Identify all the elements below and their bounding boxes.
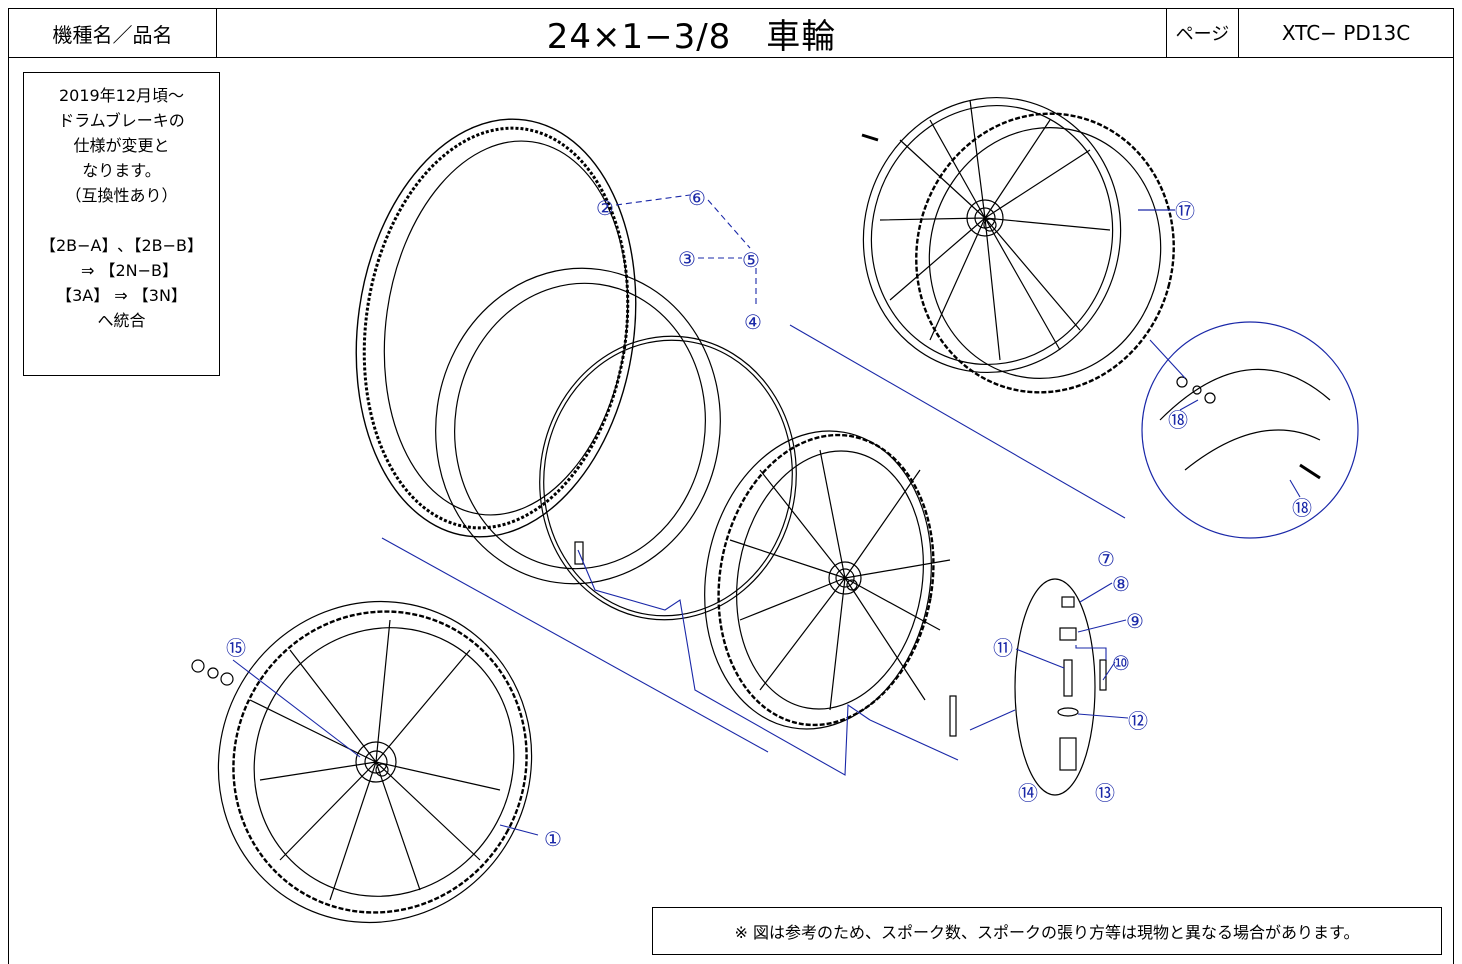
tire-part <box>355 118 637 538</box>
callout-11: ⑪ <box>993 636 1013 660</box>
detail-view <box>1141 321 1359 539</box>
callout-14: ⑭ <box>1018 781 1038 805</box>
model-label: 機種名／品名 <box>9 9 217 57</box>
callout-18-a: ⑱ <box>1168 408 1188 432</box>
callout-labels: ① ② ③ ④ ⑤ ⑥ ⑦ ⑧ ⑨ ⑩ ⑪ ⑫ ⑬ ⑭ ⑮ ⑰ ⑱ ⑱ <box>226 186 1312 851</box>
callout-8: ⑧ <box>1112 572 1130 596</box>
callout-17: ⑰ <box>1175 199 1195 223</box>
wheel-assembly-middle <box>704 430 951 730</box>
note-line: ⇒ 【2N−B】 <box>64 261 179 280</box>
rim-tape-part <box>435 267 721 585</box>
note-line: ドラムブレーキの <box>58 111 185 130</box>
callout-1: ① <box>544 827 562 851</box>
callout-18-b: ⑱ <box>1292 496 1312 520</box>
callout-13: ⑬ <box>1095 781 1115 805</box>
drawing-title: 24×1−3/8 車輪 <box>217 9 1167 57</box>
callout-12: ⑫ <box>1128 709 1148 733</box>
wheel-assembly-bottom <box>191 600 533 924</box>
page-label: ページ <box>1167 9 1239 57</box>
disclaimer-note: ※ 図は参考のため、スポーク数、スポークの張り方等は現物と異なる場合があります。 <box>652 907 1442 955</box>
note-line: 2019年12月頃〜 <box>58 86 185 105</box>
callout-4: ④ <box>744 310 762 334</box>
title-block: 機種名／品名 24×1−3/8 車輪 ページ XTC− PD13C <box>8 8 1454 58</box>
valve-parts <box>949 578 1107 796</box>
tube-part <box>539 335 797 621</box>
note-line: 【3A】 ⇒ 【3N】 <box>56 286 187 305</box>
callout-7: ⑦ <box>1097 547 1115 571</box>
note-line: 仕様が変更と <box>73 136 170 155</box>
callout-6: ⑥ <box>688 186 706 210</box>
callout-9: ⑨ <box>1126 609 1144 633</box>
spec-change-note: 2019年12月頃〜 ドラムブレーキの 仕様が変更と なります。 （互換性あり）… <box>23 72 220 376</box>
note-line: （互換性あり） <box>65 186 178 205</box>
callout-10: ⑩ <box>1112 651 1130 675</box>
callout-3: ③ <box>678 247 696 271</box>
note-line: なります。 <box>82 161 161 180</box>
note-line: へ統合 <box>97 311 146 330</box>
callout-5: ⑤ <box>742 248 760 272</box>
callout-15: ⑮ <box>226 636 246 660</box>
callout-2: ② <box>596 196 614 220</box>
note-line: 【2B−A】､【2B−B】 <box>39 236 204 255</box>
wheel-assembly-top <box>861 96 1175 394</box>
part-code: XTC− PD13C <box>1281 21 1411 45</box>
guide-lines <box>232 194 1301 836</box>
